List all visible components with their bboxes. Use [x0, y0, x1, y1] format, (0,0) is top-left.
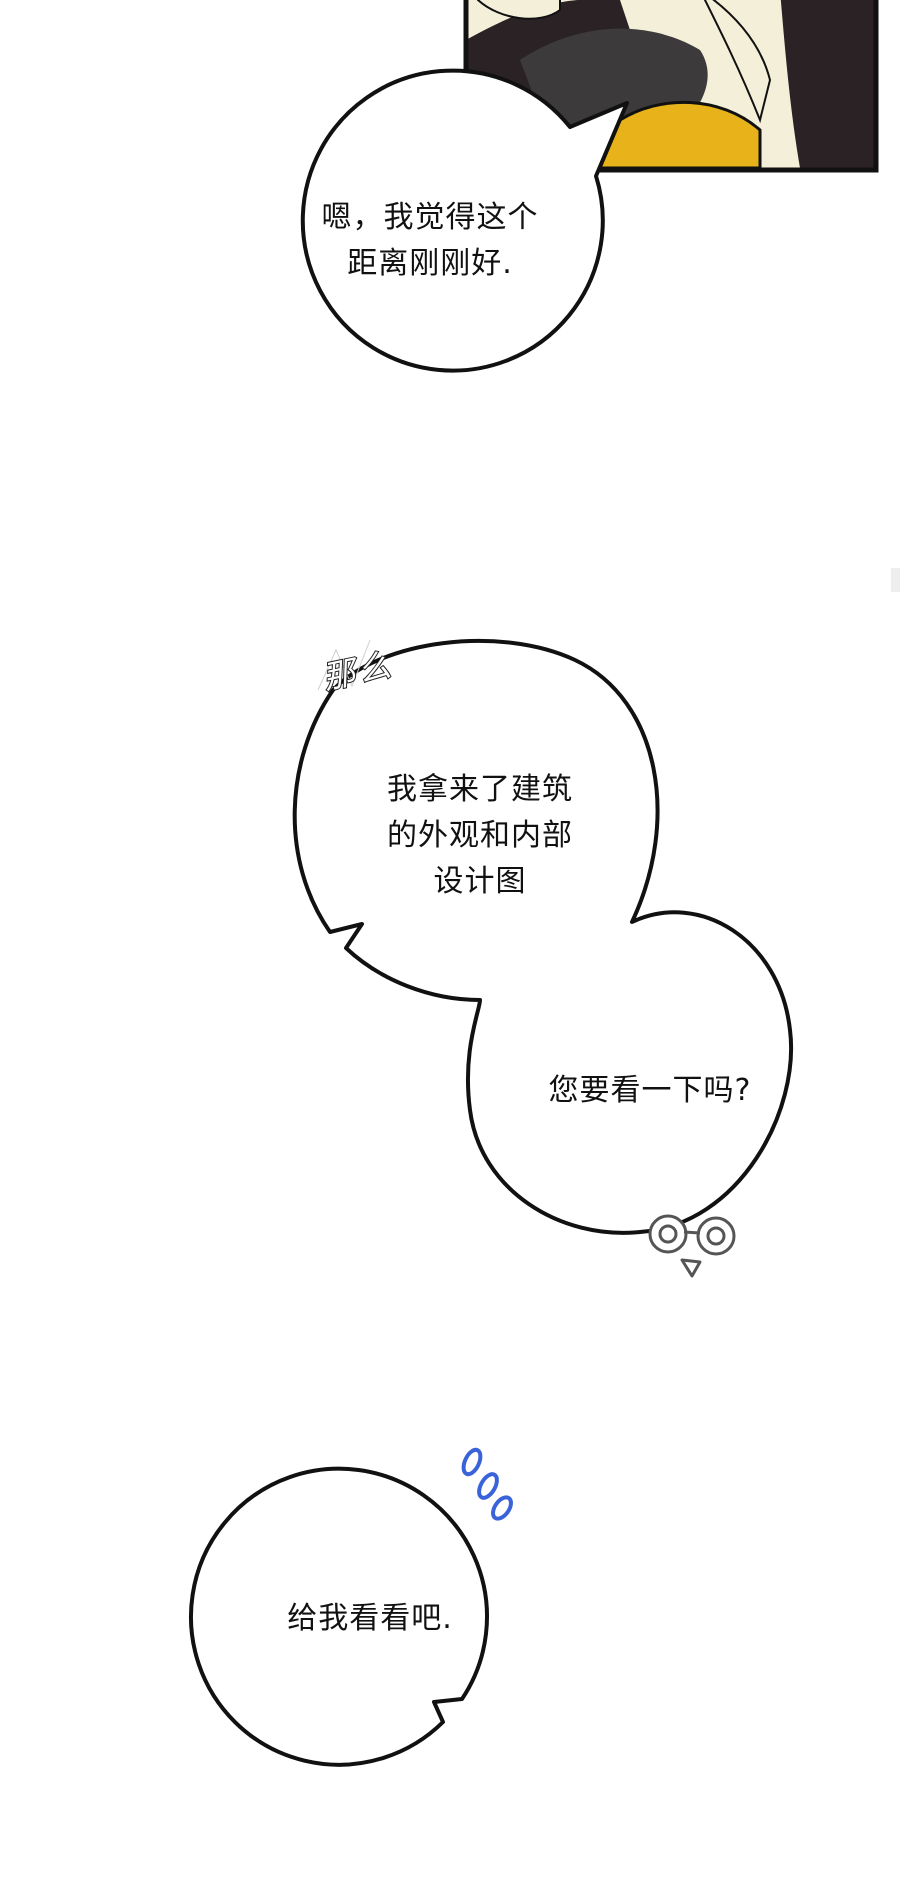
- bubble-1-line-2: 距离刚刚好.: [347, 246, 513, 281]
- bubble-3-text: 您要看一下吗?: [520, 1068, 780, 1114]
- surprised-face-icon: [648, 1214, 736, 1278]
- bubble-1-text: 嗯，我觉得这个 距离刚刚好.: [290, 195, 570, 287]
- sweat-drops-icon: [461, 1447, 513, 1521]
- speech-bubble-1: [300, 68, 629, 373]
- sfx-namo-mark: [317, 639, 371, 691]
- bubble-3-line-1: 您要看一下吗?: [548, 1073, 752, 1108]
- speech-bubble-4: [189, 1466, 489, 1767]
- speech-bubble-2-3: [292, 638, 794, 1235]
- bubble-4-line-1: 给我看看吧.: [287, 1601, 453, 1636]
- bubble-2-line-3: 设计图: [433, 864, 527, 899]
- bubble-2-line-1: 我拿来了建筑: [387, 772, 573, 807]
- edge-mark: [891, 568, 900, 592]
- bubble-2-text: 我拿来了建筑 的外观和内部 设计图: [360, 767, 600, 905]
- bubble-2-line-2: 的外观和内部: [387, 818, 573, 853]
- bubble-4-text: 给我看看吧.: [245, 1596, 495, 1642]
- bubble-1-line-1: 嗯，我觉得这个: [321, 200, 539, 235]
